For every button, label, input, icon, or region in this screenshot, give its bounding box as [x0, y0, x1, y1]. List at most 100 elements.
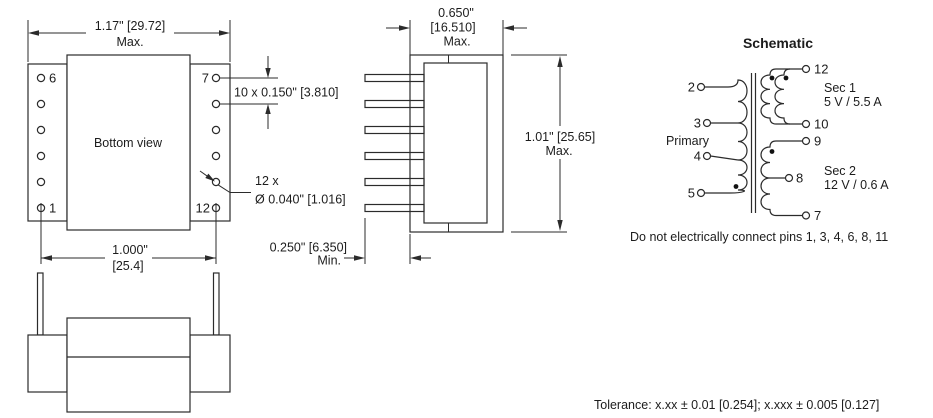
pin-hole-11 — [211, 177, 221, 187]
primary-winding — [704, 79, 748, 194]
dim-width-value: 1.17" [29.72] — [95, 19, 165, 33]
dim-row-spacing: 1.000" [25.4] — [40, 203, 217, 273]
dim-height-arrow-bottom — [557, 220, 563, 231]
schematic-pin-8-label: 8 — [796, 171, 803, 186]
dim-depth-arrow-left — [399, 25, 410, 31]
sec1-polarity-dot-b — [783, 75, 789, 81]
pin-label-6: 6 — [49, 71, 56, 86]
schematic-pin-9-terminal — [801, 136, 811, 146]
pin-hole-4 — [36, 125, 46, 135]
dim-pin-length-value: 0.250" [6.350] — [270, 241, 347, 255]
schematic-pin-5-terminal — [696, 188, 706, 198]
schematic-pin-10-terminal — [801, 119, 811, 129]
schematic: Schematic 2 3 4 5 Primary 12 10 Sec 1 5 … — [630, 35, 889, 244]
dim-width-arrow-left — [28, 30, 39, 36]
dim-pin-length: 0.250" [6.350] Min. — [270, 218, 431, 268]
callout-leader — [217, 184, 251, 193]
schematic-title: Schematic — [743, 35, 813, 51]
schematic-pin-4-label: 4 — [694, 149, 701, 164]
pin-hole-7 — [211, 73, 221, 83]
hole-count: 12 x — [255, 174, 279, 188]
core-lines — [750, 73, 757, 213]
dim-pin-pitch-arrow-down — [265, 68, 271, 78]
pin-label-1: 1 — [49, 201, 56, 216]
dim-row-spacing-arrow-right — [205, 255, 216, 261]
front-view-body — [66, 317, 191, 413]
dim-width: 1.17" [29.72] Max. — [27, 19, 231, 62]
bottom-view-body — [66, 54, 191, 231]
hole-diameter: Ø 0.040" [1.016] — [255, 193, 346, 207]
callout-hole-diameter: 12 x Ø 0.040" [1.016] — [199, 170, 346, 207]
schematic-pin-2-label: 2 — [688, 80, 695, 95]
schematic-pin-3-terminal — [702, 118, 712, 128]
bottom-view-right-flange — [189, 63, 231, 222]
side-view-flange-outline — [409, 54, 504, 233]
schematic-pin-12-terminal — [801, 64, 811, 74]
schematic-pin-10-label: 10 — [814, 117, 828, 132]
sec1-name: Sec 1 — [824, 81, 856, 95]
schematic-pin-7-label: 7 — [814, 208, 821, 223]
dim-depth-metric: [16.510] — [430, 21, 475, 35]
pin-label-7: 7 — [202, 71, 209, 86]
sec1-winding-b — [774, 68, 791, 125]
dim-height-arrow-top — [557, 56, 563, 67]
sec2-rating: 12 V / 0.6 A — [824, 178, 889, 192]
dim-depth-arrow-right — [503, 25, 514, 31]
pin-hole-9 — [211, 125, 221, 135]
schematic-pin-2-terminal — [696, 82, 706, 92]
pin-hole-2 — [36, 177, 46, 187]
primary-label: Primary — [666, 134, 710, 148]
side-view: 0.650" [16.510] Max. 1.01" [25.65] Max. … — [270, 6, 596, 268]
pin-hole-6 — [36, 73, 46, 83]
pin-hole-3 — [36, 151, 46, 161]
dim-height-value: 1.01" [25.65] — [525, 130, 595, 144]
schematic-pin-3-label: 3 — [694, 116, 701, 131]
side-pin-1 — [364, 73, 425, 83]
primary-polarity-dot — [733, 184, 739, 189]
dim-height: 1.01" [25.65] Max. — [511, 54, 595, 233]
sec2-polarity-dot — [769, 149, 775, 154]
side-pin-5 — [364, 177, 425, 187]
dim-depth: 0.650" [16.510] Max. — [386, 6, 527, 55]
dim-pin-length-arrow-right — [410, 255, 421, 261]
bottom-view-left-flange — [27, 63, 68, 222]
sec2-name: Sec 2 — [824, 164, 856, 178]
dim-height-ext-lines — [511, 54, 567, 233]
schematic-pin-8-terminal — [784, 173, 794, 183]
callout-arrowhead — [205, 173, 215, 182]
sec1-winding-a — [760, 68, 777, 125]
dim-height-qualifier: Max. — [545, 144, 572, 158]
sec1-rating: 5 V / 5.5 A — [824, 95, 882, 109]
schematic-pin-9-label: 9 — [814, 134, 821, 149]
dim-row-spacing-arrow-left — [41, 255, 52, 261]
side-view-pins — [364, 73, 425, 213]
bottom-view-pin-holes — [36, 73, 221, 213]
primary-tap-leads — [710, 122, 739, 161]
dim-pin-pitch: 10 x 0.150" [3.810] — [220, 56, 339, 129]
callout-arrow-shaft — [199, 170, 208, 177]
pin-hole-1 — [36, 203, 46, 213]
front-view — [27, 272, 231, 413]
schematic-pin-4-terminal — [702, 151, 712, 161]
side-view-body-outline — [423, 62, 488, 224]
sec1-polarity-dot-a — [769, 75, 775, 81]
pin-label-12: 12 — [196, 201, 210, 216]
dim-width-qualifier: Max. — [116, 35, 143, 49]
dim-width-arrow-right — [219, 30, 230, 36]
side-pin-6 — [364, 203, 425, 213]
bottom-view: 1.17" [29.72] Max. Bottom view 1.000" [2… — [27, 19, 346, 273]
dim-depth-value: 0.650" — [438, 6, 474, 20]
dim-pin-pitch-lines — [220, 77, 278, 105]
sec2-leads — [770, 140, 803, 217]
side-pin-3 — [364, 125, 425, 135]
dim-pin-pitch-value: 10 x 0.150" [3.810] — [234, 86, 339, 100]
side-pin-4 — [364, 151, 425, 161]
dim-width-ext-lines — [27, 20, 231, 62]
pin-hole-10 — [211, 151, 221, 161]
dim-pin-pitch-arrow-up — [265, 104, 271, 114]
schematic-pin-12-label: 12 — [814, 62, 828, 77]
dim-depth-qualifier: Max. — [443, 35, 470, 49]
front-view-left-flange — [27, 334, 68, 393]
